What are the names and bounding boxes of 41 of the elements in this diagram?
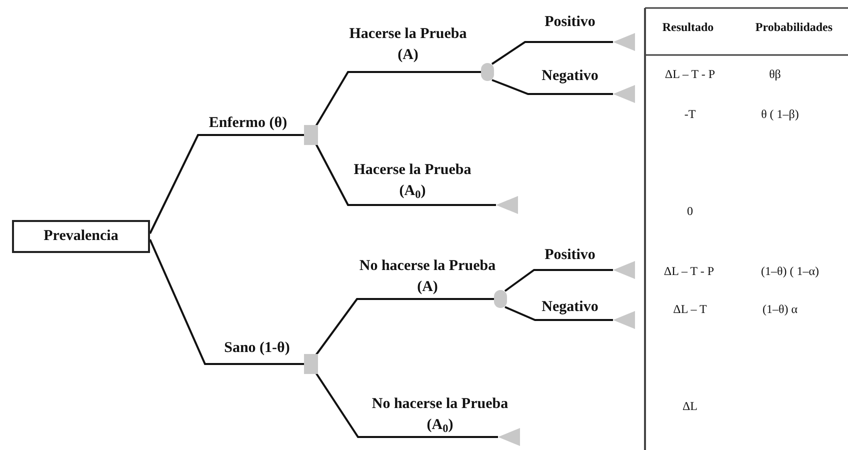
- branch-line: [315, 372, 498, 438]
- terminal-triangle: [496, 196, 518, 214]
- branch-line: [315, 71, 481, 126]
- edge-label: Hacerse la Prueba (A$_{0}$): [352, 161, 472, 202]
- branch-line: [149, 239, 304, 365]
- edge-label: Enfermo (θ): [208, 114, 288, 133]
- table-value: 0: [686, 203, 694, 220]
- chance-node-square: [304, 125, 318, 145]
- table-value: -T: [683, 106, 697, 123]
- table-value: θ ( 1–β): [760, 106, 800, 123]
- table-value: θβ: [768, 66, 782, 83]
- root-node-box: Prevalencia: [12, 220, 150, 253]
- terminal-triangle: [613, 33, 635, 51]
- edge-label: Negativo: [540, 67, 600, 86]
- table-value: ΔL – T: [672, 301, 708, 318]
- edge-label: Positivo: [544, 246, 596, 265]
- branch-line: [149, 134, 304, 234]
- branch-line: [315, 144, 496, 206]
- edge-label: No hacerse la Prueba (A$_{0}$): [370, 395, 510, 436]
- table-value: ΔL – T - P: [664, 66, 716, 83]
- edge-label: Positivo: [544, 13, 596, 32]
- branch-line: [492, 79, 613, 95]
- table-header: Resultado: [661, 19, 715, 36]
- table-value: ΔL: [681, 398, 699, 415]
- table-value: (1–θ) α: [761, 301, 799, 318]
- table-value: (1–θ) ( 1–α): [760, 263, 820, 280]
- terminal-triangle: [498, 428, 520, 446]
- table-header: Probabilidades: [754, 19, 834, 36]
- chance-node-square: [304, 354, 318, 374]
- edge-label: Hacerse la Prueba (A): [348, 25, 468, 65]
- terminal-triangle: [613, 311, 635, 329]
- terminal-triangle: [613, 85, 635, 103]
- edge-label: Negativo: [540, 298, 600, 317]
- table-value: ΔL – T - P: [662, 263, 716, 280]
- edge-label: Sano (1-θ): [223, 339, 291, 358]
- edge-label: No hacerse la Prueba (A): [358, 257, 497, 297]
- branch-line: [491, 41, 613, 65]
- terminal-triangle: [613, 261, 635, 279]
- branch-line: [504, 306, 613, 321]
- branch-line: [504, 269, 613, 292]
- branch-line: [315, 298, 494, 356]
